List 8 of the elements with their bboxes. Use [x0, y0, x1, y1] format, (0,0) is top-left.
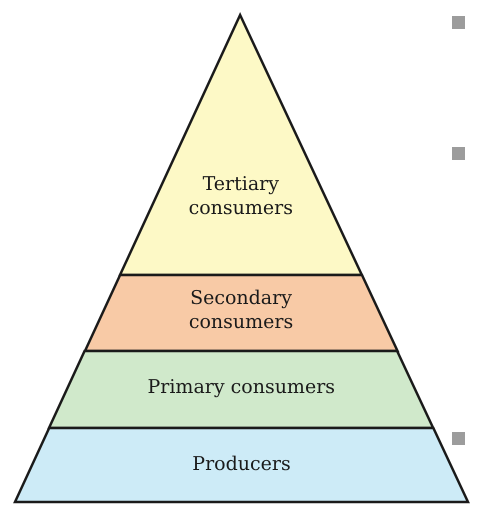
level-label: Secondary consumers — [188, 286, 294, 334]
pyramid-level — [120, 15, 362, 275]
pyramid-level — [49, 351, 434, 428]
level-label: Tertiary consumers — [188, 172, 294, 220]
level-label: Primary consumers — [147, 375, 336, 399]
level-label: Producers — [192, 452, 291, 476]
pyramid-level — [84, 275, 398, 351]
pyramid-level — [15, 428, 468, 502]
